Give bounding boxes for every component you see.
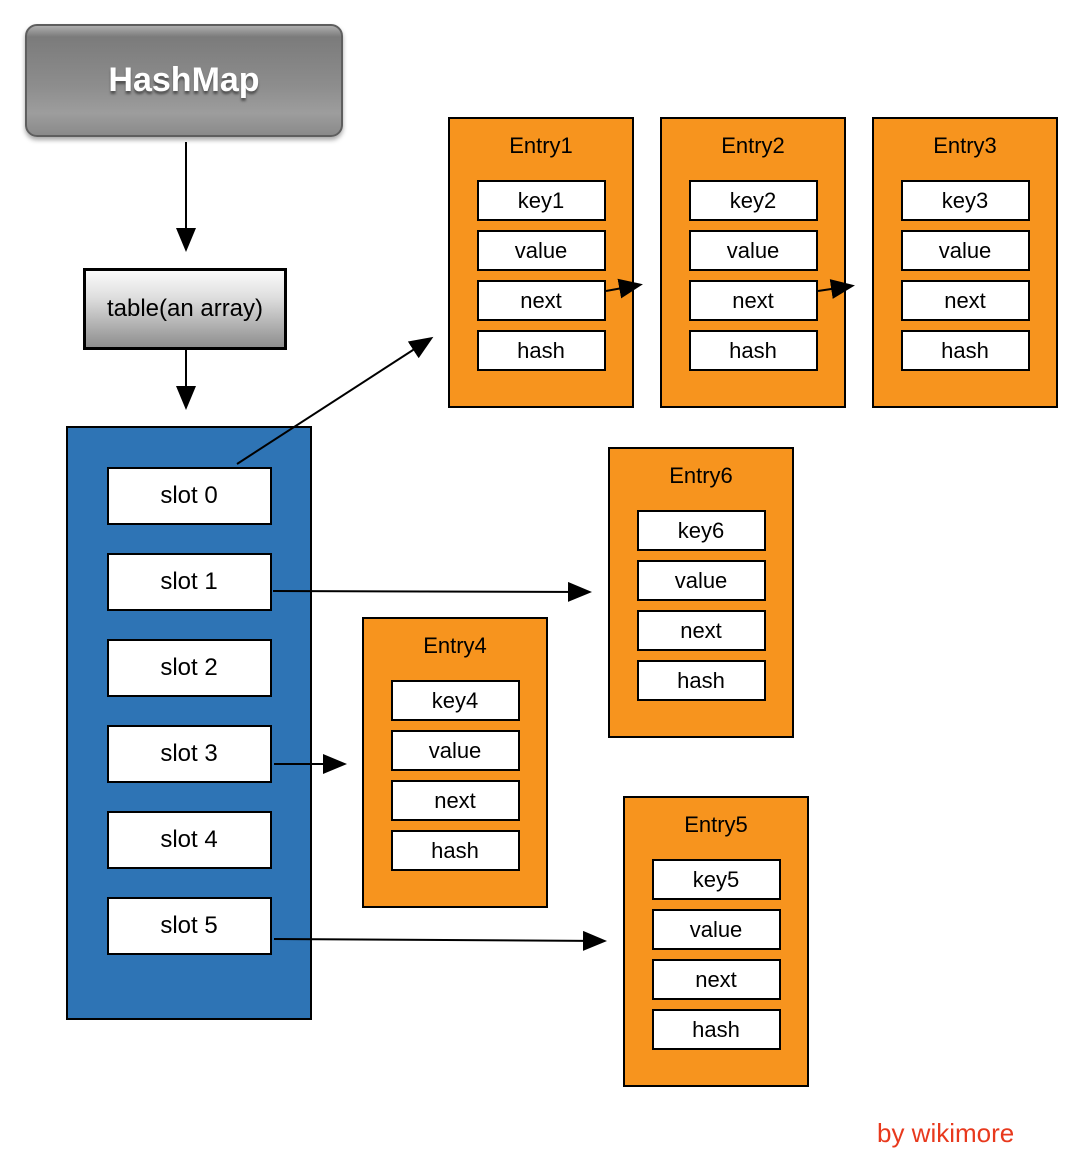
entry4-key-field: key4 xyxy=(390,680,520,721)
entry3-key-field: key3 xyxy=(900,180,1030,221)
entry6-node: Entry6 key6 value next hash xyxy=(608,447,794,738)
entry3-next-field: next xyxy=(900,280,1030,321)
entry4-value-field: value xyxy=(390,730,520,771)
entry1-node: Entry1 key1 value next hash xyxy=(448,117,634,408)
entry5-node: Entry5 key5 value next hash xyxy=(623,796,809,1087)
entry5-hash-field: hash xyxy=(651,1009,781,1050)
entry3-hash-field: hash xyxy=(900,330,1030,371)
slot-0-label: slot 0 xyxy=(160,482,218,509)
entry1-next-field: next xyxy=(476,280,606,321)
arrow-slot1-to-entry6 xyxy=(272,581,592,602)
entry4-next-field: next xyxy=(390,780,520,821)
entry6-key-field: key6 xyxy=(636,510,766,551)
slot-array: slot 0 slot 1 slot 2 slot 3 slot 4 slot … xyxy=(66,426,312,1020)
slot-1: slot 1 xyxy=(106,553,272,611)
entry3-node: Entry3 key3 value next hash xyxy=(872,117,1058,408)
entry5-next-field: next xyxy=(651,959,781,1000)
entry2-next-field: next xyxy=(688,280,818,321)
entry3-title: Entry3 xyxy=(933,133,997,158)
hashmap-node: HashMap xyxy=(25,24,343,137)
entry6-title: Entry6 xyxy=(669,463,733,488)
entry6-hash-field: hash xyxy=(636,660,766,701)
entry3-value-field: value xyxy=(900,230,1030,271)
table-label: table(an array) xyxy=(106,295,264,322)
entry6-value-field: value xyxy=(636,560,766,601)
slot-0: slot 0 xyxy=(106,467,272,525)
entry5-value-field: value xyxy=(651,909,781,950)
slot-3-label: slot 3 xyxy=(160,740,218,767)
entry5-title: Entry5 xyxy=(684,812,748,837)
slot-3: slot 3 xyxy=(106,725,272,783)
hashmap-title: HashMap xyxy=(108,61,260,99)
entry4-node: Entry4 key4 value next hash xyxy=(362,617,548,908)
entry2-title: Entry2 xyxy=(721,133,785,158)
entry5-key-field: key5 xyxy=(651,859,781,900)
slot-4: slot 4 xyxy=(106,811,272,869)
arrow-slot5-to-entry5 xyxy=(273,930,607,951)
entry4-hash-field: hash xyxy=(390,830,520,871)
entry1-value-field: value xyxy=(476,230,606,271)
slot-5-label: slot 5 xyxy=(160,912,218,939)
entry2-node: Entry2 key2 value next hash xyxy=(660,117,846,408)
entry2-hash-field: hash xyxy=(688,330,818,371)
table-node: table(an array) xyxy=(83,268,287,350)
entry6-next-field: next xyxy=(636,610,766,651)
entry1-hash-field: hash xyxy=(476,330,606,371)
entry1-title: Entry1 xyxy=(509,133,573,158)
entry2-value-field: value xyxy=(688,230,818,271)
entry2-key-field: key2 xyxy=(688,180,818,221)
slot-5: slot 5 xyxy=(106,897,272,955)
credit-text: by wikimore xyxy=(877,1118,1015,1148)
entry1-key-field: key1 xyxy=(476,180,606,221)
slot-1-label: slot 1 xyxy=(160,568,218,595)
slot-4-label: slot 4 xyxy=(160,826,218,853)
entry4-title: Entry4 xyxy=(423,633,487,658)
slot-2: slot 2 xyxy=(106,639,272,697)
slot-2-label: slot 2 xyxy=(160,654,218,681)
